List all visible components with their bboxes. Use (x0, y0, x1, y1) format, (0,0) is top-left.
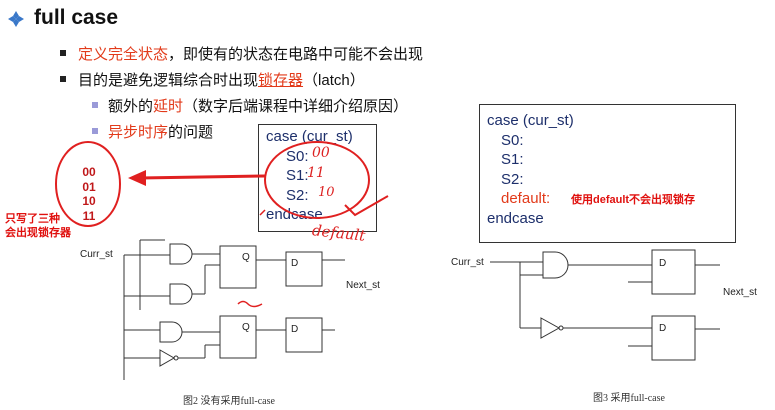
arrow-head-icon (128, 170, 146, 186)
note-default-no-latch: 使用default不会出现锁存 (571, 194, 696, 206)
fig2-caption: 图2 没有采用full-case (183, 396, 275, 407)
and-gate-icon (169, 243, 193, 265)
code-box-with-default: case (cur_st) S0: S1: S2: default: endca… (479, 104, 736, 243)
latch-box (219, 315, 257, 359)
and-gate-icon (169, 283, 193, 305)
flip-flop-box (651, 249, 696, 295)
fig3-output-label: Next_st (723, 287, 757, 298)
and-gate-icon (159, 321, 183, 343)
note-three-states: 只写了三种 会出现锁存器 (5, 213, 71, 239)
fig2-q1: Q (242, 252, 250, 263)
diamond-bullet-icon (8, 11, 24, 27)
flip-flop-box (651, 315, 696, 361)
bullet-2: 目的是避免逻辑综合时出现锁存器（latch） (60, 69, 365, 90)
states-oval-annotation (55, 141, 121, 227)
latch-box (219, 245, 257, 289)
fig2-d1: D (291, 258, 299, 269)
red-circle-annotation (264, 141, 370, 219)
fig3-input-label: Curr_st (451, 257, 484, 268)
flip-flop-box (285, 317, 323, 353)
fig2-output-label: Next_st (346, 280, 380, 291)
fig3-d1: D (659, 258, 667, 269)
slide-title: full case (34, 6, 119, 29)
states-list: 00 01 10 11 (82, 165, 96, 223)
and-gate-icon (542, 251, 569, 279)
handwriting-s2: 10 (318, 185, 335, 200)
bullet-1: 定义完全状态，即使有的状态在电路中可能不会出现 (60, 43, 423, 64)
fig2-d2: D (291, 324, 299, 335)
fig3-d2: D (659, 323, 667, 334)
fig2-input-label: Curr_st (80, 249, 113, 260)
handwriting-s0: 00 (312, 145, 330, 161)
checkmark-icon (344, 195, 389, 217)
sub-bullet-2: 异步时序的问题 (92, 121, 213, 142)
handwriting-s1: 11 (307, 165, 325, 181)
flip-flop-box (285, 251, 323, 287)
sub-bullet-1: 额外的延时（数字后端课程中详细介绍原因） (92, 95, 408, 116)
fig2-q2: Q (242, 322, 250, 333)
fig3-caption: 图3 采用full-case (593, 393, 665, 404)
inverter-icon (540, 317, 561, 339)
red-arrow-line (139, 174, 266, 180)
